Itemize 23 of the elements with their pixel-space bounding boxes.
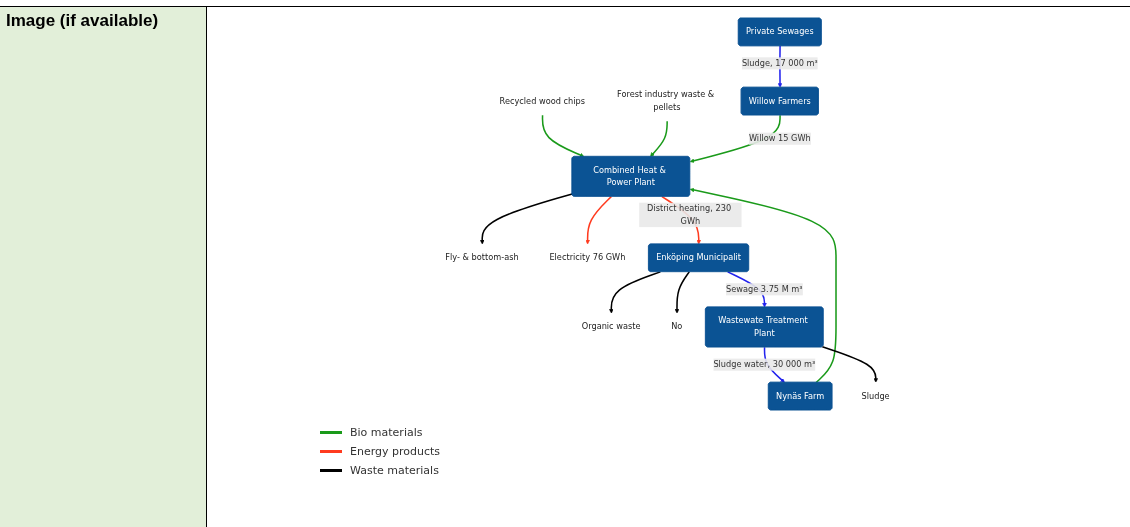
node-text: Recycled wood chips bbox=[499, 95, 585, 106]
node-text: Organic waste bbox=[581, 321, 641, 332]
edge-label: Willow 15 GWh bbox=[748, 133, 811, 144]
node-text: Sludge bbox=[861, 390, 890, 401]
arrow bbox=[541, 114, 585, 158]
edge-label: Sludge water, 30 000 m³ bbox=[713, 359, 816, 370]
edge-label: Sewage 3.75 M m³ bbox=[726, 284, 803, 294]
header-cell-text: Image (if available) bbox=[6, 11, 159, 31]
arrow bbox=[674, 271, 690, 314]
node-text: No bbox=[671, 321, 683, 332]
node-text: Fly- & bottom-ash bbox=[445, 252, 519, 263]
arrow bbox=[650, 120, 668, 157]
edge-label: Sludge, 17 000 m³ bbox=[741, 58, 818, 69]
arrow bbox=[479, 193, 573, 245]
node-text: Electricity 76 GWh bbox=[549, 252, 626, 263]
legend-text: Energy products bbox=[350, 445, 441, 458]
node-text: Forest industry waste & pellets bbox=[617, 89, 715, 112]
edge-label: District heating, 230 GWh bbox=[647, 203, 732, 226]
arrow bbox=[585, 195, 613, 245]
arrow bbox=[609, 271, 662, 314]
legend-text: Waste materials bbox=[350, 464, 439, 477]
legend-text: Bio materials bbox=[350, 426, 423, 439]
arrow bbox=[821, 345, 879, 383]
